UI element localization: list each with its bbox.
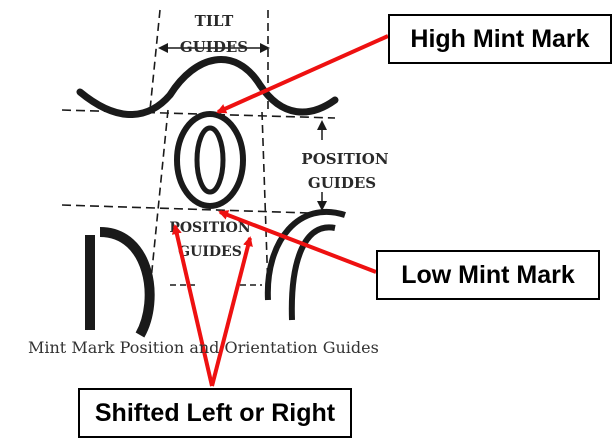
low-mint-mark-callout: Low Mint Mark [376,250,600,300]
position-guide-bottom [61,204,341,215]
top-wave-curve [76,56,339,118]
mint-mark-outer [174,111,246,209]
position-guide-right [261,111,269,291]
arrow-shift-right [210,236,253,387]
position-guides-bottom-label-line2: GUIDES [178,244,242,260]
arrow-low-mint [218,210,377,274]
position-arrow-up-head [317,120,327,130]
tilt-guides-label-line2: GUIDES [180,38,248,56]
mint-mark-inner [194,125,226,195]
tilt-arrow-head-right [260,43,270,53]
arrow-shift-left [171,224,214,387]
shifted-left-right-callout: Shifted Left or Right [78,388,352,438]
position-guide-left [149,109,169,291]
letter-d-shape [85,227,155,338]
figure-caption: Mint Mark Position and Orientation Guide… [28,338,379,357]
position-arrow-down-head [317,201,327,211]
position-guides-right-label-line1: POSITION [301,150,388,168]
letter-c-shape [264,208,346,321]
tilt-guide-left [149,9,161,111]
tilt-arrow-head-left [158,43,168,53]
tilt-guides-label-line1: TILT [195,12,235,30]
high-mint-mark-callout: High Mint Mark [388,14,612,64]
position-guides-bottom-label-line1: POSITION [169,220,251,236]
arrow-high-mint [216,34,389,114]
position-guides-right-label-line2: GUIDES [308,174,376,192]
position-guide-top [61,109,336,119]
